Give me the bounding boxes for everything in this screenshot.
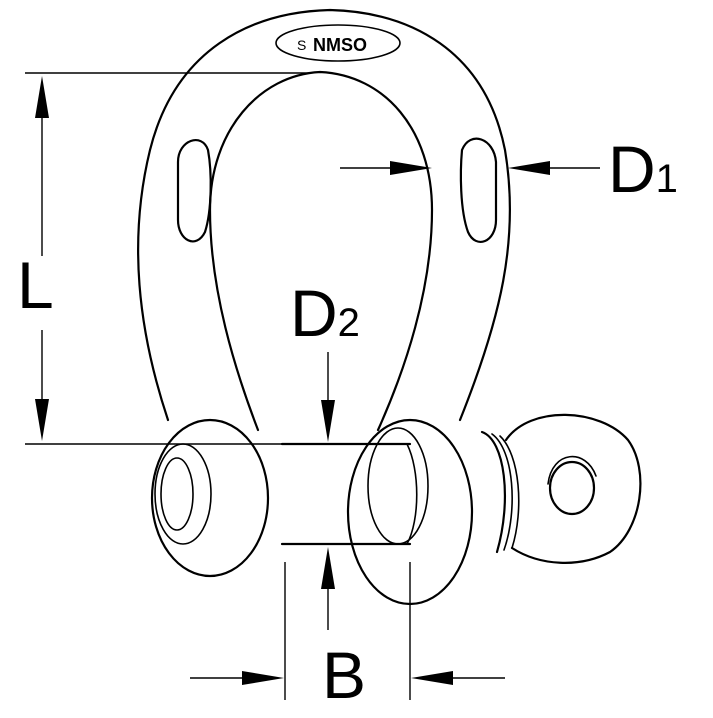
pin-shaft — [280, 442, 418, 546]
label-d1-base: D — [608, 132, 656, 206]
stamp-text: NMSO — [313, 35, 367, 55]
manufacturer-stamp: S NMSO — [275, 24, 401, 62]
label-d1: D1 — [608, 132, 678, 206]
left-slot — [176, 139, 212, 243]
dimension-b: B — [190, 562, 505, 712]
label-d1-sub: 1 — [656, 157, 678, 201]
label-d2: D2 — [290, 276, 360, 350]
label-b: B — [322, 638, 366, 712]
label-d2-sub: 2 — [338, 301, 360, 345]
dimension-d1: D1 — [340, 132, 678, 206]
label-d2-base: D — [290, 276, 338, 350]
right-slot — [459, 137, 498, 243]
label-l: L — [17, 248, 54, 322]
pin-eye — [480, 413, 642, 564]
dimension-d2: D2 — [290, 276, 360, 630]
dimension-l: L — [17, 72, 310, 445]
stamp-prefix: S — [297, 37, 306, 53]
bow-inner-outline — [208, 70, 434, 432]
shackle-body: S NMSO — [137, 8, 642, 606]
bow-outer-outline — [137, 8, 512, 422]
